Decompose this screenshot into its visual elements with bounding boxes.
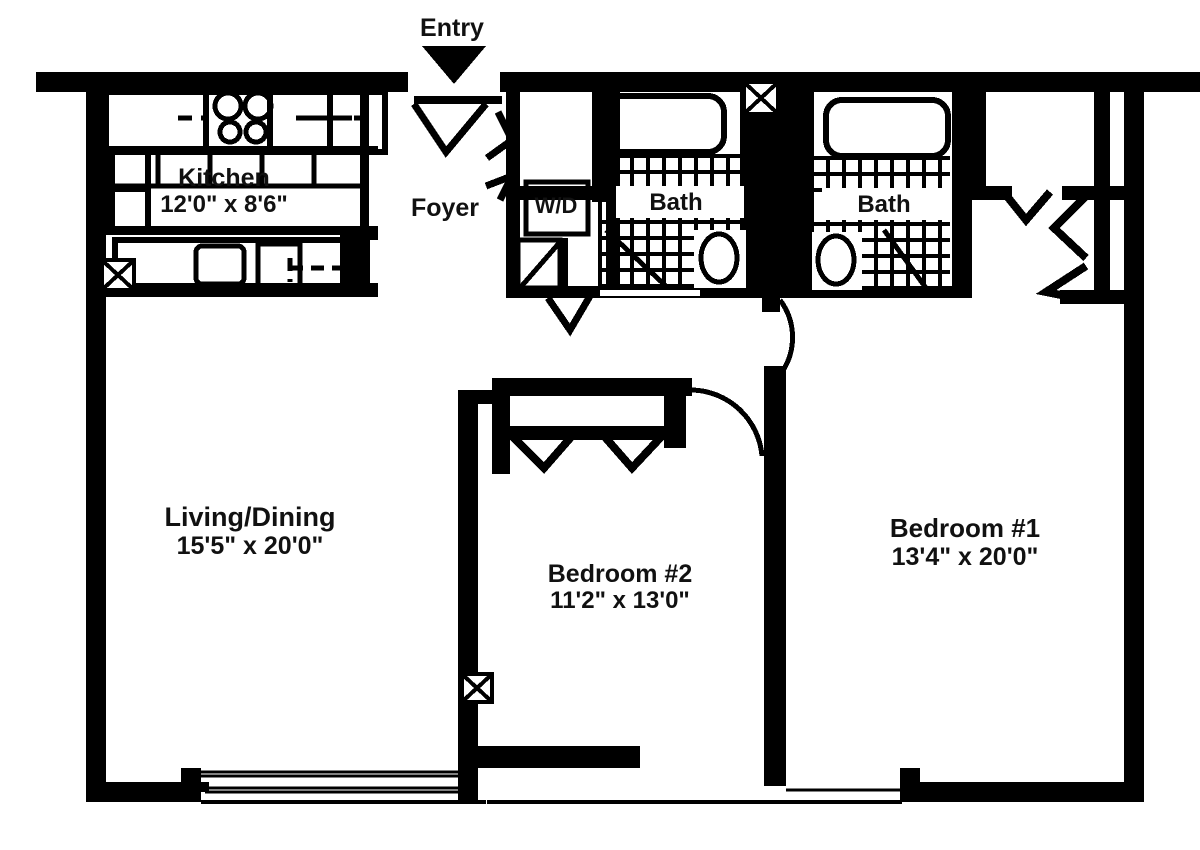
closet-bifold-lower-icon [1035,262,1089,304]
bath1-entry-swing-icon [545,294,594,337]
bedroom2-west-wall [458,396,478,696]
bath2-label-plate [822,188,950,220]
entry-door-leaf [414,96,502,104]
washer-dryer-text: W/D [534,193,578,218]
living-slider-group [201,770,462,794]
bathtub-icon [597,93,727,155]
washer-dryer-box [523,179,591,237]
entry-door-swing-icon [411,101,489,158]
room-label-bath-1: Bath [649,189,703,217]
bath1-threshold [600,290,700,296]
room-label-foyer: Foyer [411,194,479,222]
room-label-living-dining: Living/Dining 15'5" x 20'0" [165,502,336,560]
bedroom1-name: Bedroom #1 [889,513,1041,543]
bath-1-area [597,92,776,298]
bedroom1-dimensions: 13'4" x 20'0" [891,543,1039,572]
bedroom1-west-wall [764,366,786,786]
bath-2-area [774,92,972,298]
closet-partition [560,238,568,290]
toilet-icon [698,231,740,285]
column-marks [100,82,778,704]
bath1-name: Bath [649,189,703,216]
door-jamb [762,296,780,312]
closet-bifold-upper-icon [998,187,1089,261]
bath2-door-swing-icon [881,228,929,290]
bedroom1-closets [966,92,1124,304]
entry-arrow-icon [422,46,486,84]
kitchen-pantry-block [340,240,370,296]
bath1-label-plate [616,186,744,218]
room-label-bedroom-2: Bedroom #2 11'2" x 13'0" [548,560,692,615]
bedroom1-door-swing-icon [777,298,796,374]
bath1-door-swing-icon [604,228,670,290]
fixture-label-washer-dryer: W/D [534,193,578,219]
slider-jamb [201,782,209,792]
kitchen-area [103,89,388,297]
room-label-kitchen: Kitchen 12'0" x 8'6" [160,164,288,219]
foyer-closet-swing-icon [484,110,520,202]
room-label-bedroom-1: Bedroom #1 13'4" x 20'0" [889,513,1041,572]
bedroom2-closet-bifold-icon [509,433,665,474]
bedroom1-door-group [762,296,796,786]
bedroom2-south-wall [478,746,640,768]
room-label-bath-2: Bath [857,191,911,219]
bathtub-icon-2 [823,97,951,159]
structural-walls [36,72,1200,804]
bedroom1-door-head [764,366,786,380]
toilet-icon-2 [815,233,857,287]
bedroom-2-area [458,378,765,802]
bedroom2-door-swing-icon [691,387,765,457]
foyer-area [411,92,612,337]
kitchen-dimensions: 12'0" x 8'6" [160,191,288,218]
bath2-name: Bath [857,191,911,218]
linen-closet [515,237,563,291]
bedroom2-dimensions: 11'2" x 13'0" [550,587,690,614]
living-dining-name: Living/Dining [164,502,336,532]
kitchen-base-cabinets [103,149,369,189]
foyer-name: Foyer [410,194,480,222]
bedroom2-name: Bedroom #2 [547,560,693,588]
range-burners-icon [212,90,274,145]
entry-label-text: Entry [420,14,484,42]
living-dining-dimensions: 15'5" x 20'0" [176,532,324,561]
kitchen-name: Kitchen [178,164,270,192]
sink-icon [193,243,247,287]
bedroom2-wall-return [458,390,510,404]
